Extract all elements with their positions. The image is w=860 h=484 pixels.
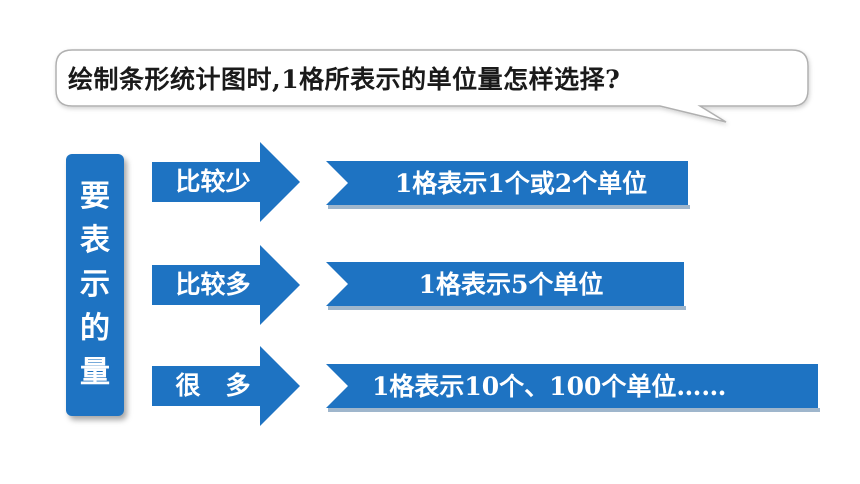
condition-label: 比较多 bbox=[175, 270, 251, 299]
quantity-label-box: 要 表 示 的 量 bbox=[66, 154, 124, 416]
condition-label: 比较少 bbox=[175, 167, 251, 196]
result-banner-more: 1格表示5个单位 bbox=[326, 262, 688, 312]
result-label: 1格表示1个或2个单位 bbox=[394, 169, 648, 198]
condition-arrow-more: 比较多 bbox=[152, 245, 302, 325]
side-char: 表 bbox=[80, 223, 110, 258]
result-label: 1格表示5个单位 bbox=[418, 270, 604, 299]
condition-arrow-few: 比较少 bbox=[152, 142, 302, 222]
condition-arrow-many: 很 多 bbox=[152, 346, 302, 426]
speech-bubble bbox=[55, 49, 809, 123]
result-label: 1格表示10个、100个单位…… bbox=[372, 372, 727, 401]
side-char: 的 bbox=[80, 311, 110, 346]
condition-label: 很 多 bbox=[175, 371, 251, 400]
side-char: 要 bbox=[80, 179, 110, 214]
result-banner-few: 1格表示1个或2个单位 bbox=[326, 161, 692, 211]
side-char: 量 bbox=[80, 355, 110, 390]
side-char: 示 bbox=[80, 267, 110, 302]
result-banner-many: 1格表示10个、100个单位…… bbox=[326, 364, 822, 414]
question-text: 绘制条形统计图时,1格所表示的单位量怎样选择? bbox=[68, 65, 621, 94]
